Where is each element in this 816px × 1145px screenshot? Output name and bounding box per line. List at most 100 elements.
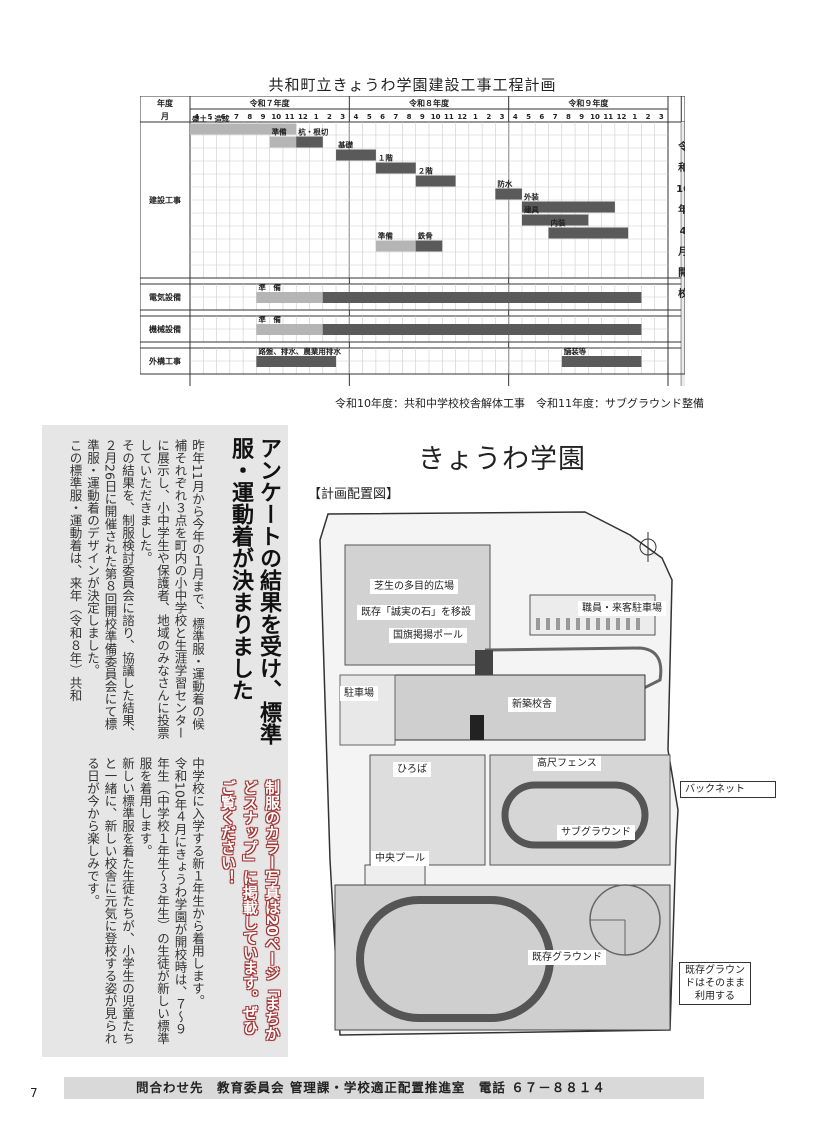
task-bar <box>322 324 642 335</box>
task-bar <box>521 214 589 226</box>
section-label: 外構工事 <box>149 356 181 366</box>
access-road <box>484 646 663 707</box>
article-headline: アンケートの結果を受け、標準服・運動着が決まりました <box>228 437 281 745</box>
header-year: 令和９年度 <box>567 98 609 108</box>
opening-column <box>681 122 685 386</box>
header-month: 6 <box>539 113 544 121</box>
task-label: 準 備 <box>258 282 281 292</box>
label-flagpole: 国旗掲揚ポール <box>389 628 467 643</box>
task-bar <box>548 227 629 239</box>
header-month: 11 <box>603 113 613 121</box>
contact-footer: 問合わせ先 教育委員会 管理課・学校適正配置推進室 電話 ６７－８８１４ <box>64 1077 704 1099</box>
label-ground-note: 既存グラウンドはそのまま利用する <box>679 962 751 1005</box>
map-title: きょうわ学園 <box>418 444 586 475</box>
task-bar <box>296 136 323 148</box>
label-hiroba: ひろば <box>393 762 431 777</box>
header-month: 8 <box>407 113 412 121</box>
header-month: 12 <box>457 113 467 121</box>
label-parking-staff: 職員・来客駐車場 <box>578 601 666 616</box>
task-label: 内装 <box>551 218 566 228</box>
task-label: 舗装等 <box>563 346 587 356</box>
task-label: 鉄骨 <box>418 231 433 241</box>
header-month: 3 <box>659 113 664 121</box>
header-month: 9 <box>420 113 425 121</box>
header-year-label: 年度 <box>157 98 174 108</box>
task-bar <box>375 240 416 252</box>
task-bar <box>256 356 337 367</box>
schedule-note: 令和10年度：共和中学校校舎解体工事 令和11年度：サブグラウンド整備 <box>335 397 704 410</box>
task-label: 盛土・造成 <box>192 114 230 124</box>
task-label: 防水 <box>497 179 512 189</box>
task-bar <box>375 162 416 174</box>
task-bar <box>415 175 456 187</box>
opening-text: 令和10年4月開校 <box>676 140 685 300</box>
header-month: 7 <box>234 113 239 121</box>
header-month: 3 <box>500 113 505 121</box>
header-month: 8 <box>247 113 252 121</box>
task-bar <box>415 240 443 252</box>
header-month: 6 <box>221 113 226 121</box>
header-month: 9 <box>261 113 266 121</box>
task-bar <box>521 201 615 213</box>
header-month: 1 <box>632 113 637 121</box>
section-label: 建設工事 <box>148 195 181 205</box>
header-month: 10 <box>271 113 281 121</box>
article-body-bottom: 中学校に入学する新１年生から着用します。 令和10年４月にきょうわ学園が開校時は… <box>85 757 205 1045</box>
task-bar <box>256 324 323 335</box>
header-month-label: 月 <box>160 112 169 121</box>
header-month: 5 <box>367 113 372 121</box>
header-month: 10 <box>431 113 441 121</box>
task-label: 建具 <box>523 205 539 215</box>
task-label: 基礎 <box>337 140 353 150</box>
task-label: １階 <box>378 153 393 163</box>
task-label: 路盤、排水、農業用排水 <box>258 346 341 356</box>
header-month: 2 <box>646 113 651 121</box>
header-month: 1 <box>473 113 478 121</box>
header-month: 11 <box>285 113 295 121</box>
header-month: 2 <box>327 113 332 121</box>
header-month: 5 <box>526 113 531 121</box>
task-bar <box>322 292 642 303</box>
label-plaza: 芝生の多目的広場 <box>370 579 458 594</box>
task-bar <box>495 188 522 200</box>
header-month: 4 <box>354 113 359 121</box>
label-ground: 既存グラウンド <box>528 950 606 965</box>
task-bar <box>256 292 323 303</box>
label-stone: 既存「誠実の石」を移設 <box>357 605 475 620</box>
task-label: 準備 <box>378 231 393 241</box>
header-month: 5 <box>207 113 212 121</box>
label-backnet: バックネット <box>680 781 776 798</box>
schedule-title: 共和町立きょうわ学園建設工事工程計画 <box>268 76 557 94</box>
section-label: 電気設備 <box>149 292 181 302</box>
uniform-article: アンケートの結果を受け、標準服・運動着が決まりました 昨年11月から今年の１月ま… <box>42 425 288 1057</box>
site-plan-map <box>319 511 679 1036</box>
page-number: 7 <box>30 1086 38 1100</box>
article-body-top: 昨年11月から今年の１月まで、標準服・運動着の候補それぞれ３点を町内の小中学校と… <box>67 439 206 739</box>
header-month: 4 <box>194 113 199 121</box>
header-month: 10 <box>590 113 600 121</box>
header-month: 12 <box>617 113 627 121</box>
task-bar <box>561 356 642 367</box>
header-month: 3 <box>340 113 345 121</box>
task-label: 外装 <box>524 192 539 202</box>
task-bar <box>336 149 376 161</box>
header-month: 4 <box>513 113 518 121</box>
label-subground: サブグラウンド <box>557 825 635 840</box>
section-label-cell <box>140 121 191 279</box>
section-label: 機械設備 <box>149 324 181 334</box>
article-callout: 制服のカラー写真は20ページ「まちかどスナップ」に掲載しています。ぜひご覧くださ… <box>219 780 281 1041</box>
label-new-school: 新築校舎 <box>508 697 556 712</box>
label-fence: 高尺フェンス <box>533 756 601 771</box>
header-month: 2 <box>486 113 491 121</box>
header-month: 9 <box>579 113 584 121</box>
label-pool: 中央プール <box>371 851 429 866</box>
header-month: 7 <box>393 113 398 121</box>
header-month: 7 <box>553 113 558 121</box>
header-month: 6 <box>380 113 385 121</box>
header-month: 11 <box>444 113 454 121</box>
task-label: ２階 <box>418 166 433 176</box>
label-parking: 駐車場 <box>340 686 378 701</box>
task-bar <box>269 136 297 148</box>
task-bar <box>190 123 297 135</box>
